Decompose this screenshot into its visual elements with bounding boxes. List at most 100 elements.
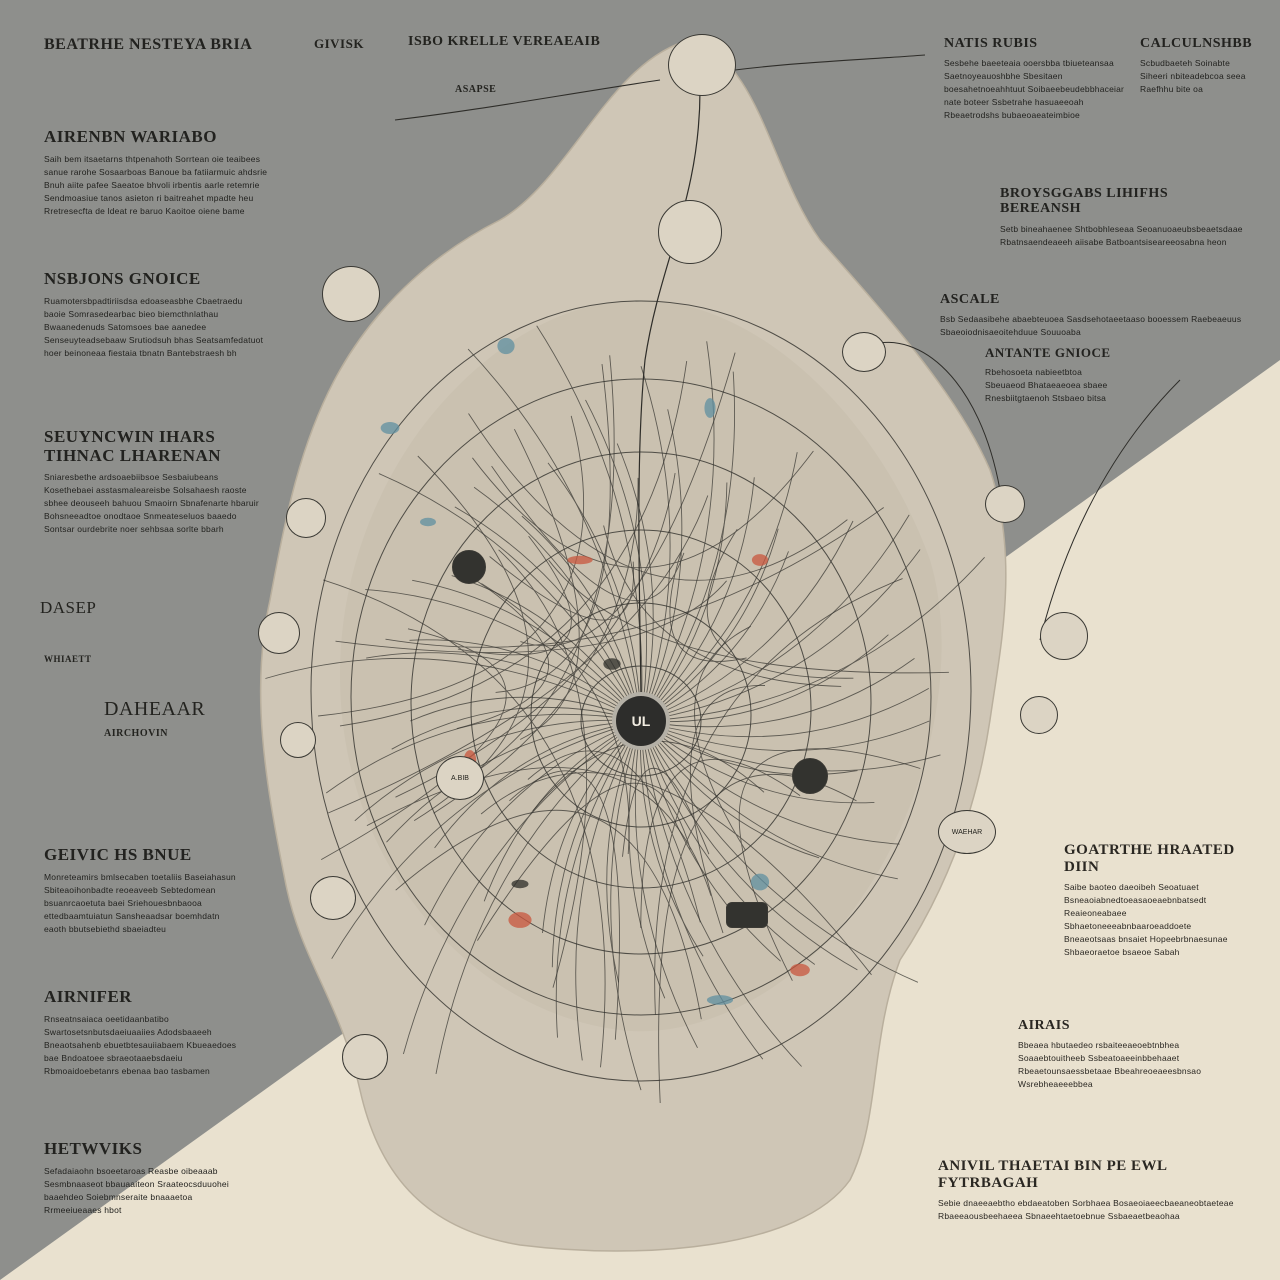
node-label: A.BIB xyxy=(451,774,469,782)
network-curve xyxy=(320,628,507,860)
network-spoke xyxy=(331,720,642,959)
network-spoke xyxy=(354,719,642,822)
node-label: WAEHAR xyxy=(951,828,983,836)
top-label-1: GIVISK xyxy=(314,36,364,51)
network-curve xyxy=(452,355,615,787)
section-body: Monreteamirs bmlsecaben toetaliis Baseia… xyxy=(44,871,236,934)
network-curve xyxy=(509,770,620,1040)
upper-node xyxy=(658,200,722,264)
concentric-ring xyxy=(310,300,972,1082)
network-spoke xyxy=(640,720,764,1060)
network-spoke xyxy=(640,720,858,971)
map-marker xyxy=(706,995,734,1005)
section-heading: SEUYNCWIN IHARS TIHNAC LHARENAN xyxy=(44,427,222,465)
network-spoke xyxy=(467,348,642,722)
network-spoke xyxy=(365,589,642,722)
right-section-3: BROYSGGABS LIHIFHS BEREANSH Setb bineaha… xyxy=(1000,186,1245,249)
left-label-airchovin: AIRCHOVIN xyxy=(104,728,168,739)
network-curve xyxy=(513,428,580,740)
network-curve xyxy=(495,364,611,693)
left-node-globe xyxy=(258,612,300,654)
map-marker xyxy=(420,517,436,527)
map-marker xyxy=(497,337,515,355)
network-spoke xyxy=(555,720,642,1038)
left-lower-node xyxy=(310,876,356,920)
right-section-6: GOATRTHE HRAATED DIIN Saibe baoteo daeoi… xyxy=(1064,842,1244,959)
top-right-connector xyxy=(734,54,926,71)
network-spoke xyxy=(606,720,642,983)
network-curve xyxy=(694,625,752,851)
section-heading: ANTANTE GNIOCE xyxy=(985,345,1111,360)
section-heading: CALCULNSHBB xyxy=(1140,36,1253,51)
network-spoke xyxy=(634,720,698,1049)
network-spoke xyxy=(640,409,683,722)
network-spoke xyxy=(640,528,779,722)
top-connector-line xyxy=(638,89,701,701)
right-mid-node xyxy=(985,485,1025,523)
concentric-ring xyxy=(350,378,932,1016)
section-body: Saibe baoteo daeoibeh Seoatuaet Bsneaoia… xyxy=(1064,882,1228,957)
section-body: Sefadaiaohn bsoeetaroas Reasbe oibeaaab … xyxy=(44,1165,229,1215)
network-spoke xyxy=(640,720,930,752)
network-curve xyxy=(690,685,766,934)
left-section-3: SEUYNCWIN IHARS TIHNAC LHARENAN Sniaresb… xyxy=(44,427,269,536)
network-curve xyxy=(498,549,588,988)
section-body: Sebie dnaeeaebtho ebdaeatoben Sorbhaea B… xyxy=(938,1198,1234,1221)
network-spoke xyxy=(454,506,642,722)
section-heading: ANIVIL THAETAI BIN PE EWL FYTRBAGAH xyxy=(938,1158,1167,1191)
map-marker xyxy=(567,555,593,565)
right-node-low xyxy=(1020,696,1058,734)
section-body: Sesbehe baeeteaia ooersbba tbiueteansaa … xyxy=(944,58,1125,121)
network-curve xyxy=(455,566,549,730)
section-heading: AIRENBN WARIABO xyxy=(44,127,217,146)
hub-label: UL xyxy=(631,713,651,729)
network-spoke xyxy=(265,657,642,722)
section-body: Scbudbaeteh Soinabte Siheeri nbiteadebco… xyxy=(1140,58,1246,95)
section-body: Rbehosoeta nabieetbtoa Sbeuaeod Bhataeae… xyxy=(985,367,1108,404)
network-spoke xyxy=(640,720,704,957)
network-spoke xyxy=(640,688,930,738)
poster-title: BEATRHE NESTEYA BRIA xyxy=(44,36,253,53)
network-spoke xyxy=(640,720,898,880)
network-curve xyxy=(468,413,848,581)
right-diagonal-line xyxy=(1039,379,1181,641)
top-left-connector xyxy=(394,79,661,121)
network-spoke xyxy=(410,696,642,722)
dark-node-1 xyxy=(452,550,486,584)
section-heading: ASCALE xyxy=(940,292,1000,307)
right-section-8: ANIVIL THAETAI BIN PE EWL FYTRBAGAH Sebi… xyxy=(938,1158,1243,1223)
network-spoke xyxy=(547,462,642,722)
right-connector xyxy=(869,341,1001,491)
network-curve xyxy=(328,495,709,814)
network-curve xyxy=(477,782,691,941)
network-curve xyxy=(395,809,702,1020)
network-spoke xyxy=(640,482,728,722)
network-spoke xyxy=(616,443,654,722)
section-body: Saih bem itsaetarns thtpenahoth Sorrtean… xyxy=(44,153,268,216)
network-spoke xyxy=(434,720,642,849)
section-heading: NSBJONS GNOICE xyxy=(44,269,201,288)
network-spoke xyxy=(640,720,858,776)
network-spoke xyxy=(412,579,642,722)
network-spoke xyxy=(628,720,666,999)
left-label-dasep: DASEP xyxy=(40,598,97,617)
network-spoke xyxy=(640,514,910,722)
section-heading: GOATRTHE HRAATED DIIN xyxy=(1064,842,1235,875)
network-spoke xyxy=(640,634,889,723)
concentric-ring xyxy=(470,529,812,889)
top-label-2: ISBO KRELLE VEREAEAIB xyxy=(408,34,601,49)
network-curve xyxy=(323,579,606,1068)
network-curve xyxy=(603,525,842,687)
network-curve xyxy=(527,750,701,923)
network-spoke xyxy=(402,720,642,1055)
left-section-4: GEIVIC HS BNUE Monreteamirs bmlsecaben t… xyxy=(44,845,244,936)
network-spoke xyxy=(575,720,642,1061)
left-label-whiaett: WHIAETT xyxy=(44,654,92,664)
network-spoke xyxy=(424,720,642,926)
left-node-low xyxy=(280,722,316,758)
network-spoke xyxy=(640,366,671,722)
map-marker xyxy=(511,879,529,889)
network-curve xyxy=(654,578,903,1015)
right-section-2: NATIS RUBIS Sesbehe baeeteaia ooersbba t… xyxy=(944,36,1129,122)
network-spoke xyxy=(521,515,642,722)
